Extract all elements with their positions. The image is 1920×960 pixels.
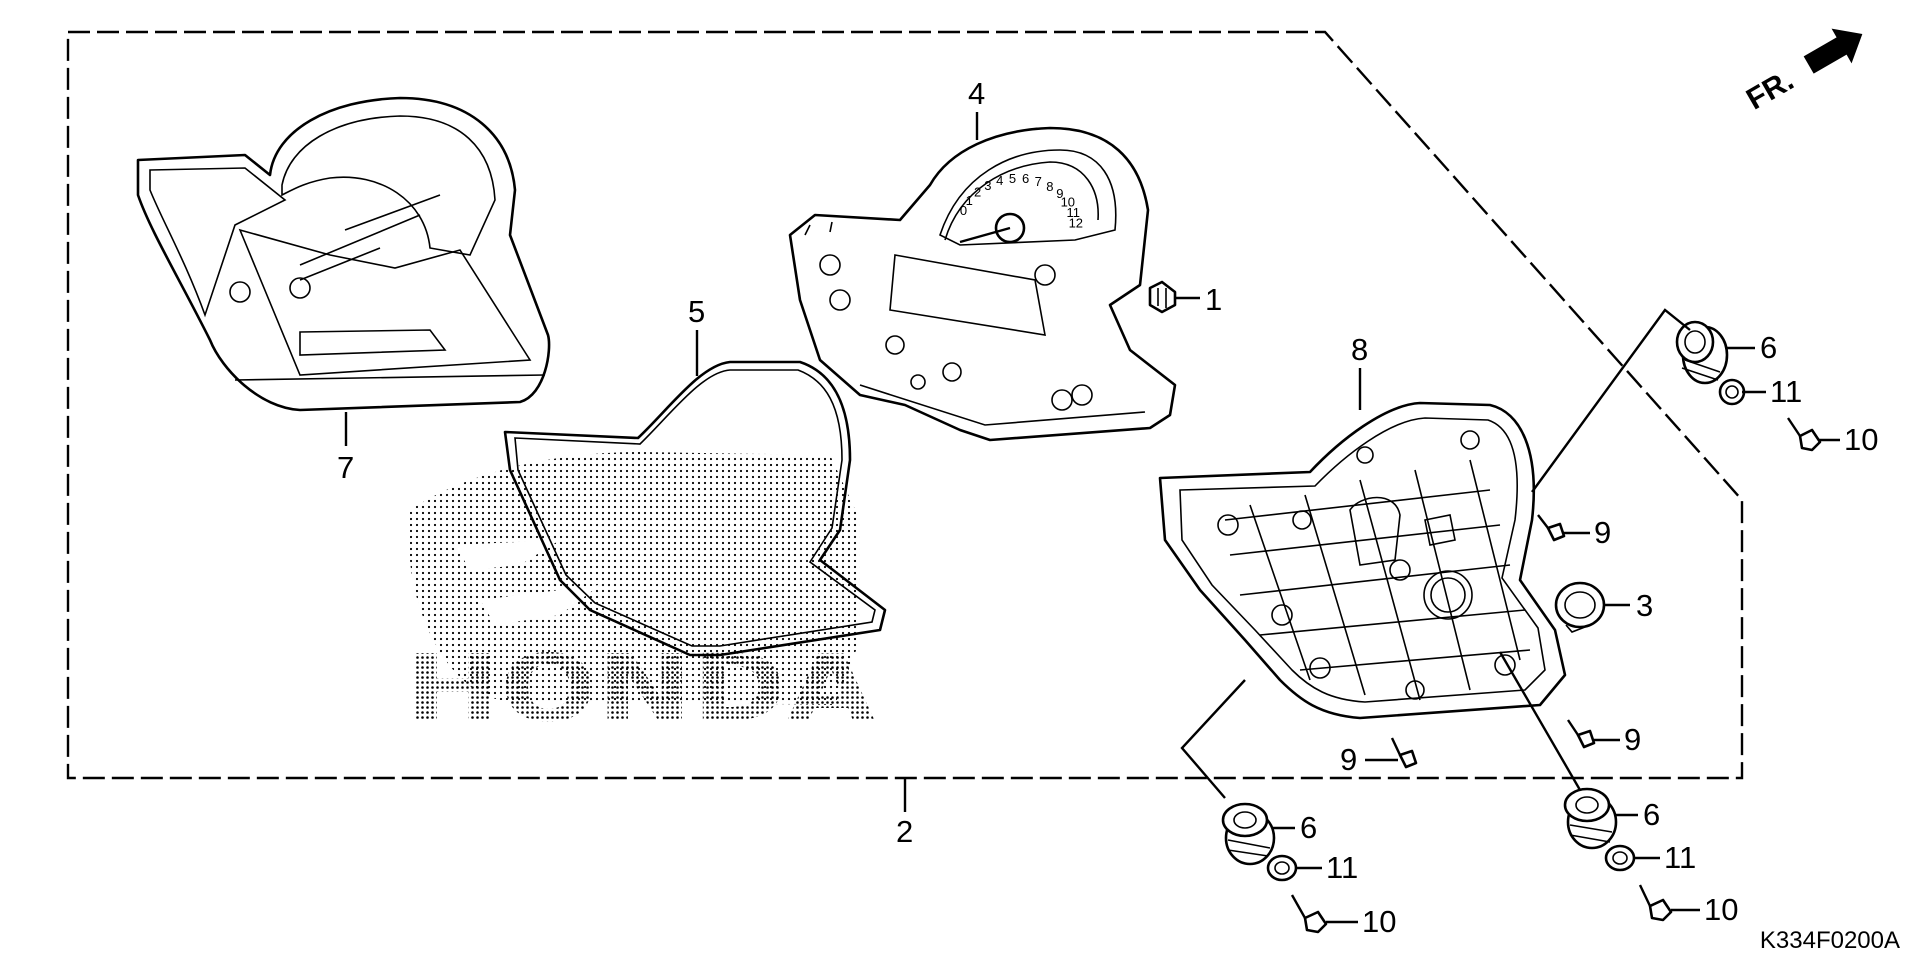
- gauge-tick-label: 7: [1035, 174, 1042, 189]
- arrow-icon: [1803, 28, 1863, 74]
- callout-7: 7: [337, 450, 354, 485]
- gauge-tick-label: 11: [1066, 205, 1080, 220]
- callout-1: 1: [1205, 282, 1222, 317]
- guide-lines: [1180, 308, 1691, 799]
- callout-8: 8: [1351, 332, 1368, 367]
- callout-5: 5: [688, 294, 705, 329]
- callout-labels: 1 2 3 4 5 6 6 6 7 8 9 9 9 10 10 10 11 11…: [337, 76, 1878, 939]
- callout-4: 4: [968, 76, 985, 111]
- callout-9-upper: 9: [1594, 515, 1611, 550]
- gauge-tick-label: 0: [960, 203, 967, 218]
- callout-9-lower: 9: [1340, 742, 1357, 777]
- screw-part-9-upper: [1537, 514, 1566, 542]
- leader-lines: [344, 112, 1840, 924]
- callout-9-right: 9: [1624, 722, 1641, 757]
- assembly-boundary: [66, 30, 1744, 780]
- screw-part-10-top: [1787, 417, 1822, 452]
- collar-part-11-left: [1266, 854, 1298, 882]
- bulb-socket-part-1: [1148, 280, 1177, 314]
- gasket-part-5: [503, 360, 887, 657]
- callout-10-top: 10: [1844, 422, 1878, 457]
- callout-2: 2: [896, 814, 913, 849]
- meter-case-part-8: [1158, 401, 1567, 720]
- grommet-part-6-right: [1563, 787, 1618, 850]
- screw-part-9-right: [1567, 719, 1596, 749]
- collar-part-11-top: [1718, 378, 1746, 406]
- meter-visor-part-7: [136, 96, 551, 412]
- screw-part-10-right: [1638, 884, 1673, 922]
- front-direction-arrow: FR.: [1741, 28, 1863, 117]
- grommet-part-6-left: [1221, 802, 1276, 866]
- gauge-tick-label: 3: [984, 178, 991, 193]
- gauge-tick-label: 10: [1061, 195, 1075, 210]
- seal-ring-part-3: [1554, 581, 1606, 633]
- gauge-tick-label: 5: [1009, 171, 1016, 186]
- gauge-tick-label: 8: [1046, 179, 1053, 194]
- callout-10-left: 10: [1362, 904, 1396, 939]
- callout-10-right: 10: [1704, 892, 1738, 927]
- gauge-tick-label: 9: [1056, 186, 1063, 201]
- callout-6-top: 6: [1760, 330, 1777, 365]
- front-label: FR.: [1741, 64, 1799, 117]
- drawing-code: K334F0200A: [1760, 927, 1900, 954]
- callout-3: 3: [1636, 588, 1653, 623]
- collar-part-11-right: [1604, 844, 1636, 872]
- gauge-tick-label: 2: [974, 185, 981, 200]
- callout-6-right: 6: [1643, 797, 1660, 832]
- grommet-part-6-top: [1675, 320, 1729, 385]
- honda-watermark-text: HONDA: [405, 635, 875, 742]
- callout-11-top: 11: [1770, 374, 1802, 409]
- screw-part-9-lower: [1390, 737, 1418, 769]
- gauge-tick-label: 1: [966, 193, 973, 208]
- honda-watermark: HONDA: [405, 452, 875, 742]
- callout-11-right: 11: [1664, 840, 1696, 875]
- gauge-tick-label: 12: [1069, 216, 1083, 231]
- callout-6-left: 6: [1300, 810, 1317, 845]
- gauge-tick-label: 6: [1022, 171, 1029, 186]
- callout-11-left: 11: [1326, 850, 1358, 885]
- gauge-tick-label: 4: [996, 173, 1003, 188]
- screw-part-10-left: [1290, 894, 1328, 934]
